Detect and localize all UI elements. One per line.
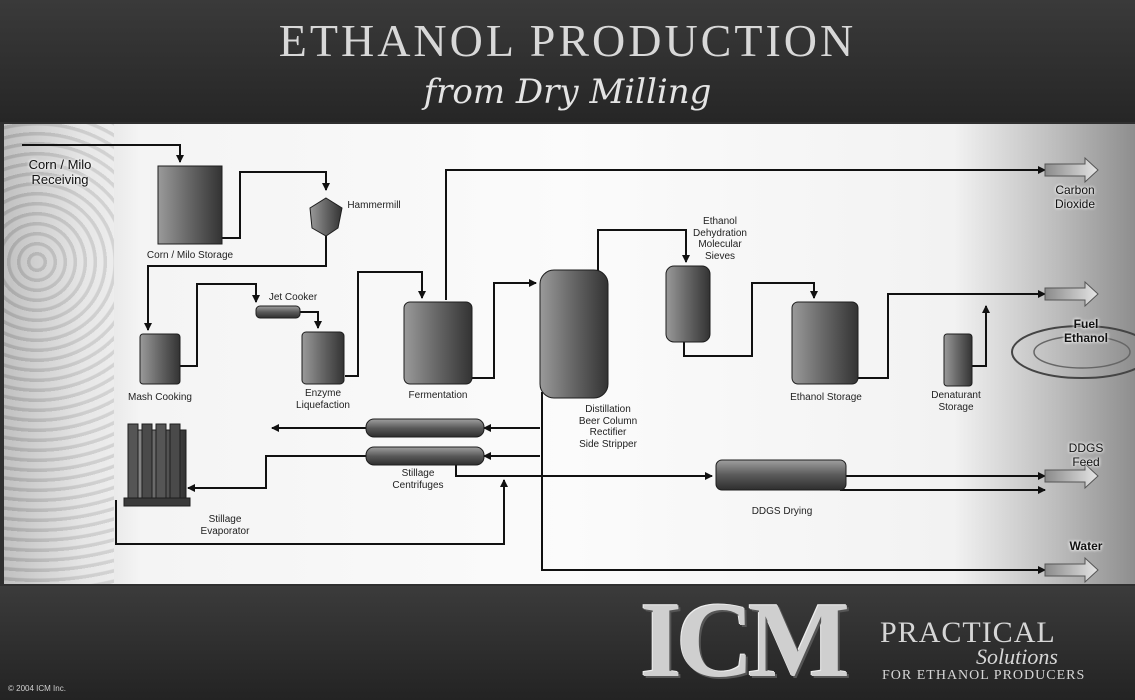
denaturant-storage-label: Denaturant Storage (931, 390, 981, 413)
solutions-text: Solutions (976, 644, 1058, 669)
ddgs-drying-label: DDGS Drying (751, 506, 813, 517)
flow-centrifuge-to-ddgs (455, 465, 713, 480)
enzyme-liquefaction-label: Enzyme Liquefaction (296, 388, 350, 411)
arrow-right-icon (1044, 462, 1099, 490)
fuel-pool-ring (1033, 335, 1131, 369)
flow-distillation-to-dehydration (597, 229, 690, 276)
flow-receiving-to-storage (22, 144, 184, 163)
corn-storage-tank (157, 165, 223, 245)
flow-liquefaction-to-fermentation (345, 271, 426, 377)
dehydration-label: Ethanol Dehydration Molecular Sieves (693, 216, 747, 262)
centrifuge-bottom (365, 446, 485, 466)
page-title: ETHANOL PRODUCTION (278, 15, 857, 66)
stillage-evaporator-unit (123, 423, 191, 507)
flow-fermentation-to-distillation (472, 279, 537, 379)
practical-text: PRACTICAL (880, 616, 1056, 649)
flow-lines (22, 144, 1046, 574)
fuel-pool (1011, 325, 1135, 379)
fermentation-tank (403, 301, 473, 385)
flow-mash-to-jet-cooker (180, 283, 260, 367)
flow-denaturant-to-fuel-line (972, 305, 990, 367)
denaturant-storage-tank (943, 333, 973, 387)
hammermill-label: Hammermill (347, 200, 401, 211)
flow-distillation-to-water (541, 392, 1046, 574)
jet-cooker-label: Jet Cooker (268, 292, 318, 303)
output-arrows (1011, 156, 1135, 584)
stillage-centrifuges-label: Stillage Centrifuges (392, 468, 444, 491)
ddgs-feed-label: DDGS Feed (1068, 441, 1104, 469)
arrow-right-icon (1044, 280, 1099, 308)
mash-cooking-tank (139, 333, 181, 385)
fermentation-label: Fermentation (408, 390, 468, 401)
enzyme-liquefaction-tank (301, 331, 345, 385)
hammermill-icon (309, 197, 343, 237)
footer-band (0, 586, 1135, 700)
flow-evaporator-feed (187, 455, 276, 492)
centrifuge-top (365, 418, 485, 438)
icm-logo: ICM (640, 581, 850, 700)
flow-evaporator-syrup (115, 479, 508, 545)
copyright-text: © 2004 ICM Inc. (8, 684, 66, 693)
flow-storage-to-hammermill (222, 171, 330, 239)
corn-receiving-label: Corn / Milo Receiving (28, 157, 92, 187)
mash-cooking-label: Mash Cooking (128, 392, 192, 403)
flow-jet-cooker-to-liquefaction (300, 311, 322, 329)
for-producers-text: FOR ETHANOL PRODUCERS (882, 668, 1086, 683)
arrow-right-icon (1044, 156, 1099, 184)
fuel-ethanol-label: Fuel Ethanol (1064, 317, 1108, 345)
molecular-sieves-tank (665, 265, 711, 343)
title-banner (0, 0, 1135, 122)
distillation-column (539, 269, 609, 399)
flow-hammermill-to-mash (144, 232, 327, 331)
flow-dehydration-to-ethanol-storage (683, 282, 818, 357)
arrow-right-icon (1044, 556, 1099, 584)
page-subtitle: from Dry Milling (423, 72, 712, 112)
water-label: Water (1069, 539, 1103, 553)
stillage-evaporator-label: Stillage Evaporator (200, 514, 250, 537)
equipment (123, 165, 973, 507)
distillation-label: Distillation Beer Column Rectifier Side … (578, 404, 638, 450)
carbon-dioxide-label: Carbon Dioxide (1054, 183, 1096, 211)
ddgs-dryer (715, 459, 847, 491)
flow-fermentation-to-co2 (445, 166, 1046, 300)
ethanol-storage-tank (791, 301, 859, 385)
corn-image (4, 124, 114, 584)
corn-storage-label: Corn / Milo Storage (146, 250, 234, 261)
jet-cooker-unit (255, 305, 301, 319)
flow-ethanol-storage-to-fuel (858, 290, 1046, 379)
ethanol-storage-label: Ethanol Storage (790, 392, 862, 403)
